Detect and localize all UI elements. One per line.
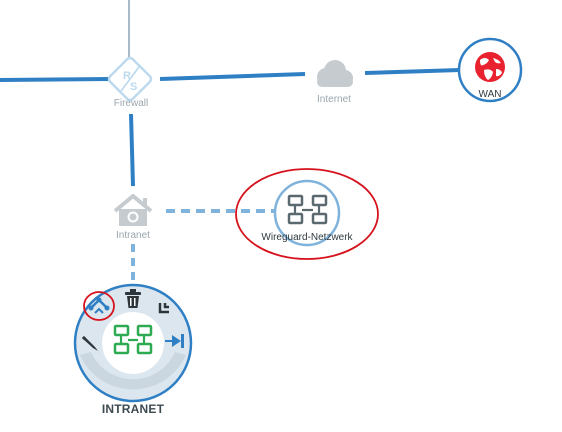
svg-text:R: R [123,70,131,82]
connect-icon[interactable] [88,297,110,314]
network-icon [287,194,328,225]
intranet-label: INTRANET [101,402,165,416]
firewall-label: Firewall [113,98,149,109]
house-icon [113,194,153,226]
intranet-host-label: Intranet [116,230,150,241]
network-icon [113,324,153,355]
context-menu[interactable] [73,283,193,403]
globe-icon [475,52,505,82]
link-left-firewall [0,77,111,82]
link-firewall-internet [159,72,306,81]
router-icon: R S [107,56,153,102]
trash-icon[interactable] [125,289,141,308]
wan-node[interactable] [457,37,523,103]
link-internet-wan [364,68,461,75]
pin-icon[interactable] [165,334,184,348]
internet-node[interactable] [317,60,353,87]
firewall-node[interactable]: R S [107,56,153,102]
internet-label: Internet [317,94,351,105]
wireguard-node[interactable] [273,179,341,247]
pencil-icon[interactable] [82,336,98,351]
highlight-ellipse [235,168,379,260]
wireguard-label: Wireguard-Netzwerk [261,232,353,243]
wan-label: WAN [478,89,502,100]
cloud-icon [317,60,353,87]
connect-highlight-circle [83,291,115,321]
svg-text:S: S [130,81,137,93]
minimize-icon[interactable] [158,303,169,314]
intranet-host-node[interactable] [113,194,153,226]
link-firewall-intranet [129,113,135,187]
